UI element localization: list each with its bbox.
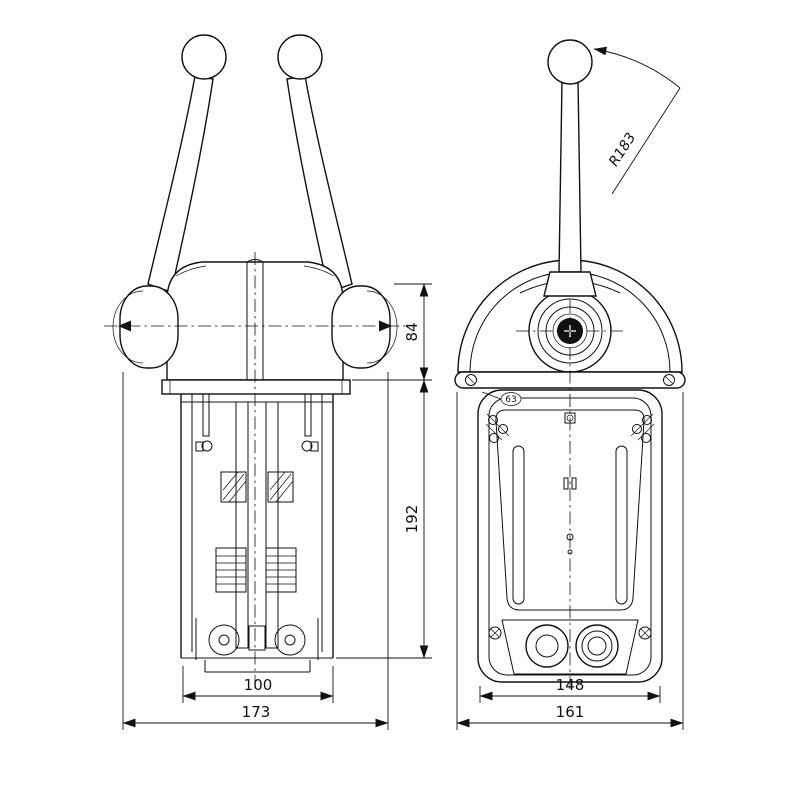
- cable-outlet-left: [525, 624, 569, 668]
- right-lever: [286, 75, 353, 293]
- side-lever: [558, 79, 582, 273]
- radius-dimension: R183: [593, 46, 681, 195]
- lever-boss: [543, 271, 597, 297]
- left-slot: [512, 445, 525, 605]
- right-screw-cluster: [630, 413, 655, 443]
- front-dimensions: 84 192 100 173: [122, 283, 432, 730]
- mounting-flange: [161, 379, 351, 395]
- left-screw-cluster: [485, 413, 510, 443]
- dim-inner-width: 100: [244, 676, 273, 694]
- dim-overall-width-front: 173: [242, 703, 271, 721]
- callout-63-group: 63: [481, 391, 522, 406]
- front-view: 84 192 100 173: [104, 34, 432, 730]
- left-knob: [181, 34, 227, 80]
- callout-63: 63: [505, 395, 516, 405]
- dim-overall-width-side: 161: [556, 703, 585, 721]
- side-knob: [547, 39, 593, 85]
- dim-body-width: 148: [556, 676, 585, 694]
- right-slot: [615, 445, 628, 605]
- dim-body-height: 192: [403, 505, 421, 534]
- right-knob: [277, 34, 323, 80]
- side-dimensions: 148 161: [456, 392, 684, 730]
- side-view: R183: [454, 39, 686, 730]
- below-deck-mechanism: [180, 393, 334, 673]
- left-lever: [147, 75, 214, 293]
- dim-housing-height: 84: [403, 322, 421, 341]
- dim-lever-radius: R183: [606, 130, 639, 169]
- right-pivot-mark: [379, 320, 392, 332]
- side-caps: [112, 285, 398, 369]
- left-pivot-mark: [118, 320, 131, 332]
